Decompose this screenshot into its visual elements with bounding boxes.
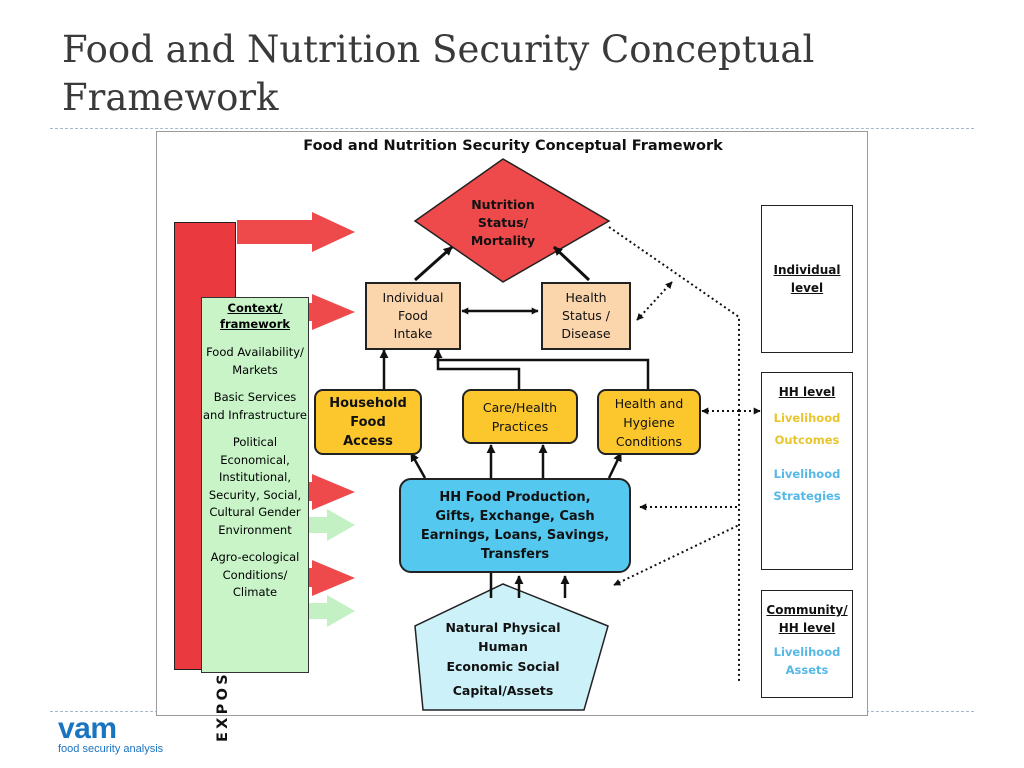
context-heading: Context/ framework [219,301,291,331]
community-level-box: Community/ HH level Livelihood Assets [761,590,853,698]
slide-title: Food and Nutrition Security Conceptual F… [62,28,815,119]
access-line-2: Food [350,414,386,430]
nutrition-diamond [413,158,611,283]
livelihood-strategies-line-1: Livelihood [773,467,841,481]
arrow-production-to-access [409,452,427,479]
arrow-intake-to-nutrition [414,245,453,282]
nutrition-line-3: Mortality [470,233,536,248]
context-item-political: Political Economical, Institutional, Sec… [208,435,302,537]
dotted-nutrition-to-side [608,226,740,682]
health-status-line-3: Disease [561,326,611,341]
capital-assets-label: Natural Physical Human Economic Social C… [427,612,579,706]
livelihood-assets-line-1: Livelihood [773,645,841,659]
health-status-line-1: Health [565,290,607,305]
context-item-services: Basic Services and Infrastructure [203,390,307,422]
capital-pentagon [414,583,609,711]
hh-level-heading: HH level [778,385,836,399]
context-framework-box: Context/ framework Food Availability/ Ma… [201,297,309,673]
hazard-arrow-1 [237,212,355,252]
hazard-arrow-4 [309,560,355,596]
hazard-arrow-3 [309,474,355,510]
context-item-agro: Agro-ecological Conditions/ Climate [210,550,300,599]
hazard-arrow-2 [309,294,355,330]
figure-title: Food and Nutrition Security Conceptual F… [303,138,723,154]
nutrition-status-label: Nutrition Status/ Mortality [457,192,549,254]
capital-line-3: Economic Social [446,658,560,674]
arrow-hygiene-to-bar [433,349,650,389]
arrow-health-to-nutrition [552,245,591,282]
access-line-1: Household [329,395,407,411]
vam-logo: vam food security analysis [58,712,164,756]
health-status-line-2: Status / [561,308,611,323]
access-line-3: Access [343,433,393,449]
hygiene-line-2: Hygiene [623,414,675,430]
dotted-health-side [636,281,673,321]
care-line-2: Practices [491,418,549,434]
health-status-box: Health Status / Disease [541,282,631,350]
production-line-4: Transfers [480,546,550,562]
care-line-1: Care/Health [482,399,558,415]
intake-line-2: Food [398,308,428,323]
production-line-2: Gifts, Exchange, Cash [435,508,595,524]
individual-level-heading: Individual level [773,263,841,295]
arrow-production-to-hygiene [607,452,623,479]
intake-line-1: Individual [382,290,444,305]
livelihood-outcomes-line-2: Outcomes [774,433,840,447]
context-arrow-1 [309,509,355,541]
care-health-practices-box: Care/Health Practices [462,389,578,444]
community-level-heading: Community/ HH level [766,603,848,635]
production-line-1: HH Food Production, [439,489,591,505]
nutrition-line-2: Status/ [477,215,529,230]
context-arrow-2 [309,595,355,627]
diagram-graphics [237,158,761,711]
individual-level-box: Individual level [761,205,853,353]
health-hygiene-box: Health and Hygiene Conditions [597,389,701,455]
livelihood-assets-line-2: Assets [785,663,829,677]
nutrition-line-1: Nutrition [471,197,535,212]
title-divider [50,128,974,129]
production-line-3: Earnings, Loans, Savings, [420,527,610,543]
capital-line-2: Human [478,639,528,654]
dotted-capital-side [613,524,740,586]
context-item-markets: Food Availability/ Markets [206,345,304,377]
hh-level-box: HH level Livelihood Outcomes Livelihood … [761,372,853,570]
livelihood-strategies-line-2: Strategies [773,489,841,503]
logo-subtitle: food security analysis [58,743,164,755]
livelihood-outcomes-line-1: Livelihood [773,411,841,425]
capital-line-1: Natural Physical [445,619,561,635]
capital-line-4: Capital/Assets [452,683,554,698]
arrow-care-to-bar [433,349,521,389]
intake-line-3: Intake [393,326,433,341]
hh-food-production-box: HH Food Production, Gifts, Exchange, Cas… [399,478,631,573]
hygiene-line-1: Health and [614,395,684,411]
household-food-access-box: Household Food Access [314,389,422,455]
logo-word: vam [58,712,117,745]
framework-diagram: Food and Nutrition Security Conceptual F… [156,131,868,742]
individual-food-intake-box: Individual Food Intake [365,282,461,350]
hygiene-line-3: Conditions [615,433,683,449]
